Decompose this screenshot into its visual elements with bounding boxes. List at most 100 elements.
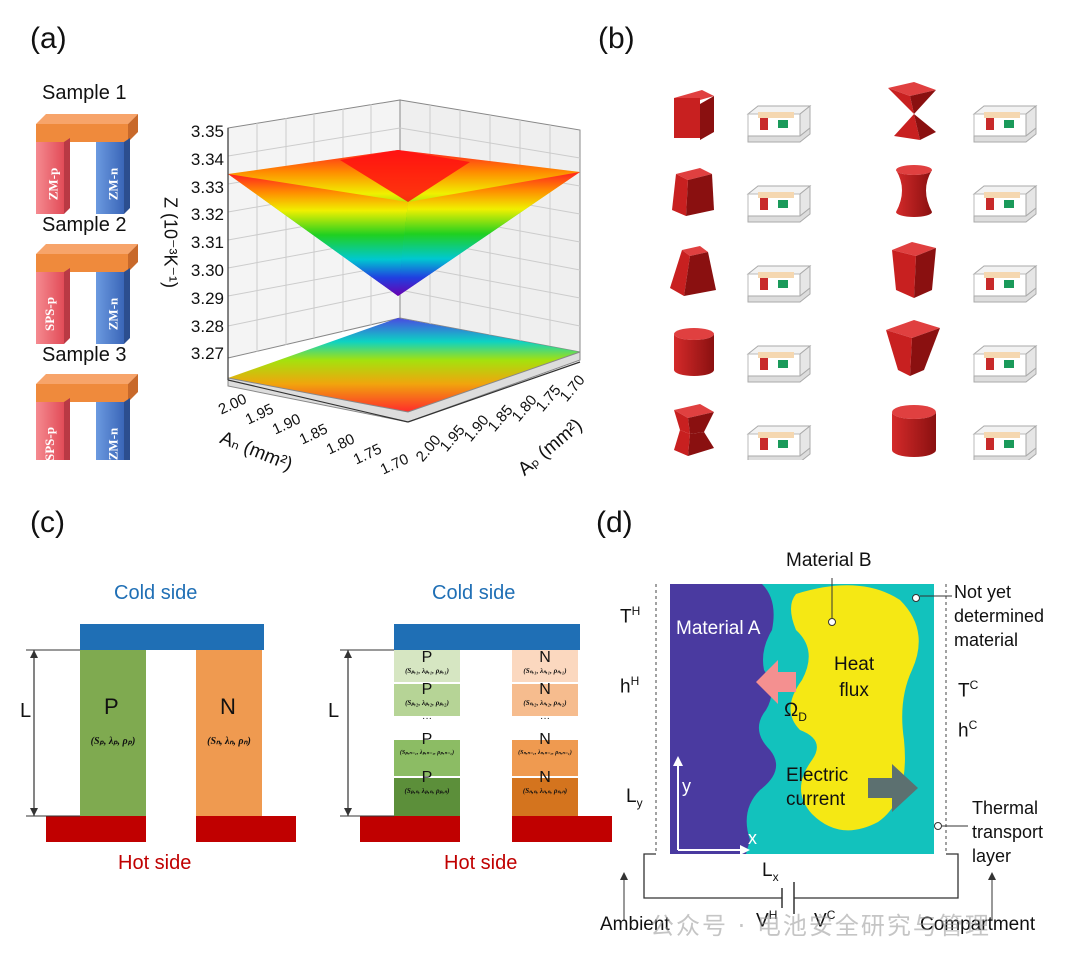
sample-device-illustrations [36, 114, 138, 460]
hh-label: hH [620, 674, 639, 698]
material-a-region [670, 584, 777, 854]
shape-prism [674, 90, 714, 140]
hc-symbol: h [958, 720, 969, 742]
heat-flux-arrow [756, 660, 796, 704]
z-tick: 3.30 [190, 260, 224, 280]
lx-subscript: x [772, 869, 779, 884]
hot-side-label-right: Hot side [444, 852, 518, 874]
n-seg-props: (Sₙ,₂, λₙ,₂, ρₙ,₂) [523, 699, 567, 707]
shape-bowtie [888, 82, 936, 140]
p-seg-label: P [421, 681, 433, 698]
z-tick: 3.29 [190, 288, 224, 308]
th-label: TH [620, 604, 640, 628]
z-tick: 3.31 [190, 233, 224, 253]
p-leg-left [80, 650, 146, 816]
shape-inverted-frustum [886, 320, 940, 376]
n-seg-label: N [539, 731, 551, 748]
n-seg-props: (Sₙ,ₙ, λₙ,ₙ, ρₙ,ₙ) [522, 787, 568, 795]
cold-side-label-right: Cold side [432, 582, 516, 604]
heat-flux-line: Heat [834, 654, 875, 675]
n-label-left: N [220, 694, 236, 719]
sample-1-n-leg-label: ZM-n [105, 167, 121, 201]
panel-c-label: (c) [30, 506, 65, 539]
shape-tapered-prism [672, 168, 714, 216]
p-seg-label: P [421, 731, 433, 748]
p-seg-label: P [421, 769, 433, 786]
lx-label: Lx [762, 860, 779, 884]
electric-current-line: current [786, 789, 846, 810]
material-a-label: Material A [676, 618, 761, 639]
th-superscript: H [631, 604, 641, 618]
n-segments-right: N (Sₙ,₁, λₙ,₁, ρₙ,₁) N (Sₙ,₂, λₙ,₂, ρₙ,₂… [512, 650, 578, 796]
vc-symbol: V [814, 910, 827, 932]
sample-3-n-leg-label: ZM-n [105, 427, 121, 461]
p-props-left: (Sₚ, λₚ, ρₚ) [90, 736, 136, 747]
p-seg-props: (Sₚ,₁, λₚ,₁, ρₚ,₁) [405, 667, 449, 675]
shape-frustum [670, 246, 716, 296]
undetermined-line: determined [954, 606, 1045, 626]
sample-3-p-leg-label: SPS-p [41, 427, 57, 461]
hot-side-label-left: Hot side [118, 852, 192, 874]
z-tick: 3.33 [190, 177, 224, 197]
cold-side-label-left: Cold side [114, 582, 198, 604]
sample-3-device [36, 374, 138, 460]
sample-1-p-leg-label: ZM-p [45, 167, 61, 201]
p-seg-props: (Sₚ,ₙ, λₚ,ₙ, ρₚ,ₙ) [404, 787, 450, 795]
omega-symbol: Ω [784, 700, 799, 721]
sample-1-device [36, 114, 138, 214]
thermal-transport-layer-label: Thermal transport layer [972, 796, 1043, 868]
vh-label: VH [756, 908, 777, 932]
hot-electrode-left-n [196, 816, 296, 842]
heat-flux-line: flux [839, 680, 869, 701]
vc-superscript: C [826, 908, 836, 922]
sample-3-title: Sample 3 [42, 344, 127, 366]
length-label-left: L [20, 700, 32, 722]
x-axis-label: x [748, 828, 757, 848]
vh-symbol: V [756, 910, 769, 932]
n-seg-dots: ··· [540, 713, 550, 724]
z-axis-label: Z (10⁻³K⁻¹) [160, 196, 181, 288]
cold-electrode-left [80, 624, 264, 650]
sample-2-title: Sample 2 [42, 214, 127, 236]
n-seg-label: N [539, 769, 551, 786]
z-tick: 3.35 [190, 122, 224, 141]
ly-symbol: L [626, 786, 637, 807]
panel-d-label: (d) [596, 506, 633, 539]
n-seg-props: (Sₙ,₁, λₙ,₁, ρₙ,₁) [523, 667, 567, 675]
n-props-left: (Sₙ, λₙ, ρₙ) [207, 736, 251, 747]
z-tick: 3.28 [190, 316, 224, 336]
p-seg-props: (Sₚ,ₙ₋₁, λₚ,ₙ₋₁, ρₚ,ₙ₋₁) [399, 750, 455, 756]
tc-superscript: C [969, 678, 979, 692]
shape-hourglass-prism [674, 404, 714, 456]
z-tick: 3.27 [190, 344, 224, 364]
sample-2-n-leg-label: ZM-n [105, 297, 121, 331]
thermal-line: layer [972, 846, 1012, 866]
z-axis-ticks: 3.35 3.34 3.33 3.32 3.31 3.30 3.29 3.28 … [176, 118, 224, 368]
thermal-line: transport [972, 822, 1044, 842]
watermark: 公众号 · 电池安全研究与管理 [650, 912, 991, 940]
electric-current-arrow [868, 764, 918, 812]
n-seg-props: (Sₙ,ₙ₋₁, λₙ,ₙ₋₁, ρₙ,ₙ₋₁) [518, 750, 572, 756]
th-symbol: T [620, 606, 632, 628]
omega-d-label: ΩD [784, 700, 807, 724]
panel-b-label: (b) [598, 22, 635, 55]
thermal-line: Thermal [972, 798, 1039, 818]
leg-diagrams [26, 624, 612, 842]
n-leg-left [196, 650, 262, 816]
p-label-left: P [104, 694, 119, 719]
surface-plot [227, 99, 581, 423]
omega-subscript: D [798, 709, 807, 724]
hh-superscript: H [630, 674, 640, 688]
electric-current-label: Electric current [786, 764, 848, 812]
material-b-region [790, 585, 919, 831]
hc-label: hC [958, 718, 977, 742]
electric-current-line: Electric [786, 765, 849, 786]
n-seg-label: N [539, 681, 551, 698]
length-label-right: L [328, 700, 340, 722]
sample-2-device [36, 244, 138, 344]
material-b-label: Material B [786, 550, 872, 571]
shape-wide-cylinder [892, 405, 936, 457]
sample-2-p-leg-label: SPS-p [41, 297, 57, 331]
ly-label: Ly [626, 786, 643, 810]
undetermined-line: Not yet [954, 582, 1012, 602]
